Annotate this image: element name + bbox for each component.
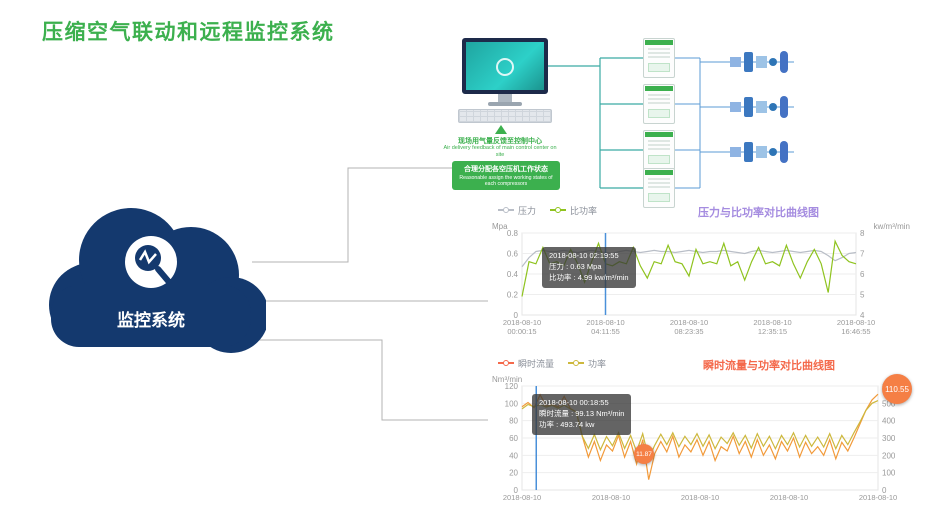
svg-text:kw/m³/min: kw/m³/min: [874, 222, 910, 231]
svg-text:400: 400: [882, 417, 896, 426]
svg-text:200: 200: [882, 451, 896, 460]
pressure-power-chart: 压力 比功率 压力与比功率对比曲线图 0 0.2 0.4 0.6 0.8 4 5 6 7 8 Mpa k…: [488, 203, 912, 345]
svg-text:2018-08-10: 2018-08-10: [753, 318, 791, 327]
chart-tooltip: 2018-08-10 02:19:55 压力 : 0.63 Mpa 比功率 : …: [542, 247, 636, 288]
svg-text:100: 100: [882, 469, 896, 478]
legend-item[interactable]: 压力: [498, 204, 536, 217]
chart-legend: 瞬时流量 功率: [498, 356, 606, 370]
keyboard-icon: [458, 109, 552, 123]
monitor-base: [488, 102, 522, 106]
legend-item[interactable]: 功率: [568, 357, 606, 370]
tooltip-flow: 瞬时流量 : 99.13 Nm³/min: [539, 408, 625, 418]
svg-text:0.2: 0.2: [507, 291, 519, 300]
svg-text:Mpa: Mpa: [492, 222, 508, 231]
monitoring-cloud: 监控系统: [36, 190, 269, 365]
magnifier-icon: [125, 236, 177, 288]
svg-text:08:23:35: 08:23:35: [674, 327, 703, 336]
legend-marker-icon: [568, 360, 585, 366]
cloud-label: 监控系统: [117, 310, 185, 330]
svg-text:2018-08-10: 2018-08-10: [837, 318, 875, 327]
system-diagram: 现场用气量反馈至控制中心 Air delivery feedback of ma…: [443, 25, 830, 220]
chart-legend: 压力 比功率: [498, 203, 597, 217]
air-equipment-icon: [730, 51, 794, 73]
compressor-icon: [643, 38, 675, 78]
svg-text:0.8: 0.8: [507, 229, 519, 238]
tooltip-pressure: 压力 : 0.63 Mpa: [549, 261, 602, 271]
svg-text:00:00:15: 00:00:15: [507, 327, 536, 336]
legend-marker-icon: [550, 207, 567, 213]
svg-text:7: 7: [860, 250, 865, 259]
svg-text:300: 300: [882, 434, 896, 443]
assign-caption-cn: 合理分配各空压机工作状态: [464, 166, 548, 173]
svg-text:0: 0: [514, 311, 519, 320]
legend-marker-icon: [498, 207, 514, 213]
svg-text:2018-08-10: 2018-08-10: [670, 318, 708, 327]
svg-text:4: 4: [860, 311, 865, 320]
air-equipment-icon: [730, 141, 794, 163]
svg-text:2018-08-10: 2018-08-10: [503, 493, 541, 502]
svg-text:04:11:55: 04:11:55: [591, 327, 620, 336]
chart-title: 压力与比功率对比曲线图: [698, 207, 819, 219]
max-flow-badge: 110.55: [882, 374, 912, 404]
compressor-icon: [643, 168, 675, 208]
compressor-icon: [643, 84, 675, 124]
svg-text:2018-08-10: 2018-08-10: [586, 318, 624, 327]
svg-text:0.4: 0.4: [507, 270, 519, 279]
chart-title: 瞬时流量与功率对比曲线图: [703, 360, 835, 372]
svg-text:8: 8: [860, 229, 865, 238]
cloud-shape: 监控系统: [49, 208, 269, 353]
page-title: 压缩空气联动和远程监控系统: [42, 21, 335, 44]
svg-text:2018-08-10: 2018-08-10: [592, 493, 630, 502]
svg-text:40: 40: [509, 451, 518, 460]
svg-text:2018-08-10: 2018-08-10: [681, 493, 719, 502]
svg-text:16:46:55: 16:46:55: [841, 327, 870, 336]
svg-text:0: 0: [514, 486, 519, 495]
up-arrow-icon: [495, 125, 507, 134]
svg-text:5: 5: [860, 291, 865, 300]
tooltip-time: 2018-08-10 02:19:55: [549, 251, 619, 260]
legend-item[interactable]: 比功率: [550, 204, 597, 217]
flow-power-chart: 瞬时流量 功率 瞬时流量与功率对比曲线图 0 20 40 60 80 100 120 0 100 2…: [488, 356, 912, 508]
svg-text:80: 80: [509, 417, 518, 426]
tooltip-spec-power: 比功率 : 4.99 kw/m³/min: [549, 272, 629, 282]
tooltip-time: 2018-08-10 00:18:55: [539, 398, 609, 407]
svg-text:2018-08-10: 2018-08-10: [503, 318, 541, 327]
monitor-stand: [498, 94, 512, 102]
svg-text:500: 500: [882, 399, 896, 408]
legend-item[interactable]: 瞬时流量: [498, 357, 554, 370]
tooltip-power: 功率 : 493.74 kw: [539, 419, 595, 429]
svg-text:0: 0: [882, 486, 887, 495]
svg-text:12:35:15: 12:35:15: [758, 327, 787, 336]
chart-tooltip: 2018-08-10 00:18:55 瞬时流量 : 99.13 Nm³/min…: [532, 394, 632, 435]
pipeline-lines: [548, 51, 794, 189]
air-equipment-icon: [730, 96, 794, 118]
svg-text:120: 120: [505, 382, 519, 391]
svg-text:0.6: 0.6: [507, 250, 519, 259]
svg-text:60: 60: [509, 434, 518, 443]
control-computer-icon: [462, 38, 548, 94]
feedback-caption-cn: 现场用气量反馈至控制中心: [458, 138, 542, 145]
svg-text:100: 100: [505, 399, 519, 408]
legend-marker-icon: [498, 360, 514, 366]
screen-logo-icon: [496, 58, 514, 76]
svg-text:2018-08-10: 2018-08-10: [770, 493, 808, 502]
assign-callout: 合理分配各空压机工作状态 Reasonable assign the worki…: [452, 161, 560, 191]
svg-text:Nm³/min: Nm³/min: [492, 375, 522, 384]
svg-text:2018-08-10: 2018-08-10: [859, 493, 897, 502]
assign-caption-en: Reasonable assign the working states of …: [459, 175, 553, 188]
feedback-caption-en: Air delivery feedback of main control ce…: [443, 145, 557, 158]
svg-text:20: 20: [509, 469, 518, 478]
min-flow-badge: 11.87: [634, 444, 654, 464]
compressor-icon: [643, 130, 675, 170]
svg-text:6: 6: [860, 270, 865, 279]
